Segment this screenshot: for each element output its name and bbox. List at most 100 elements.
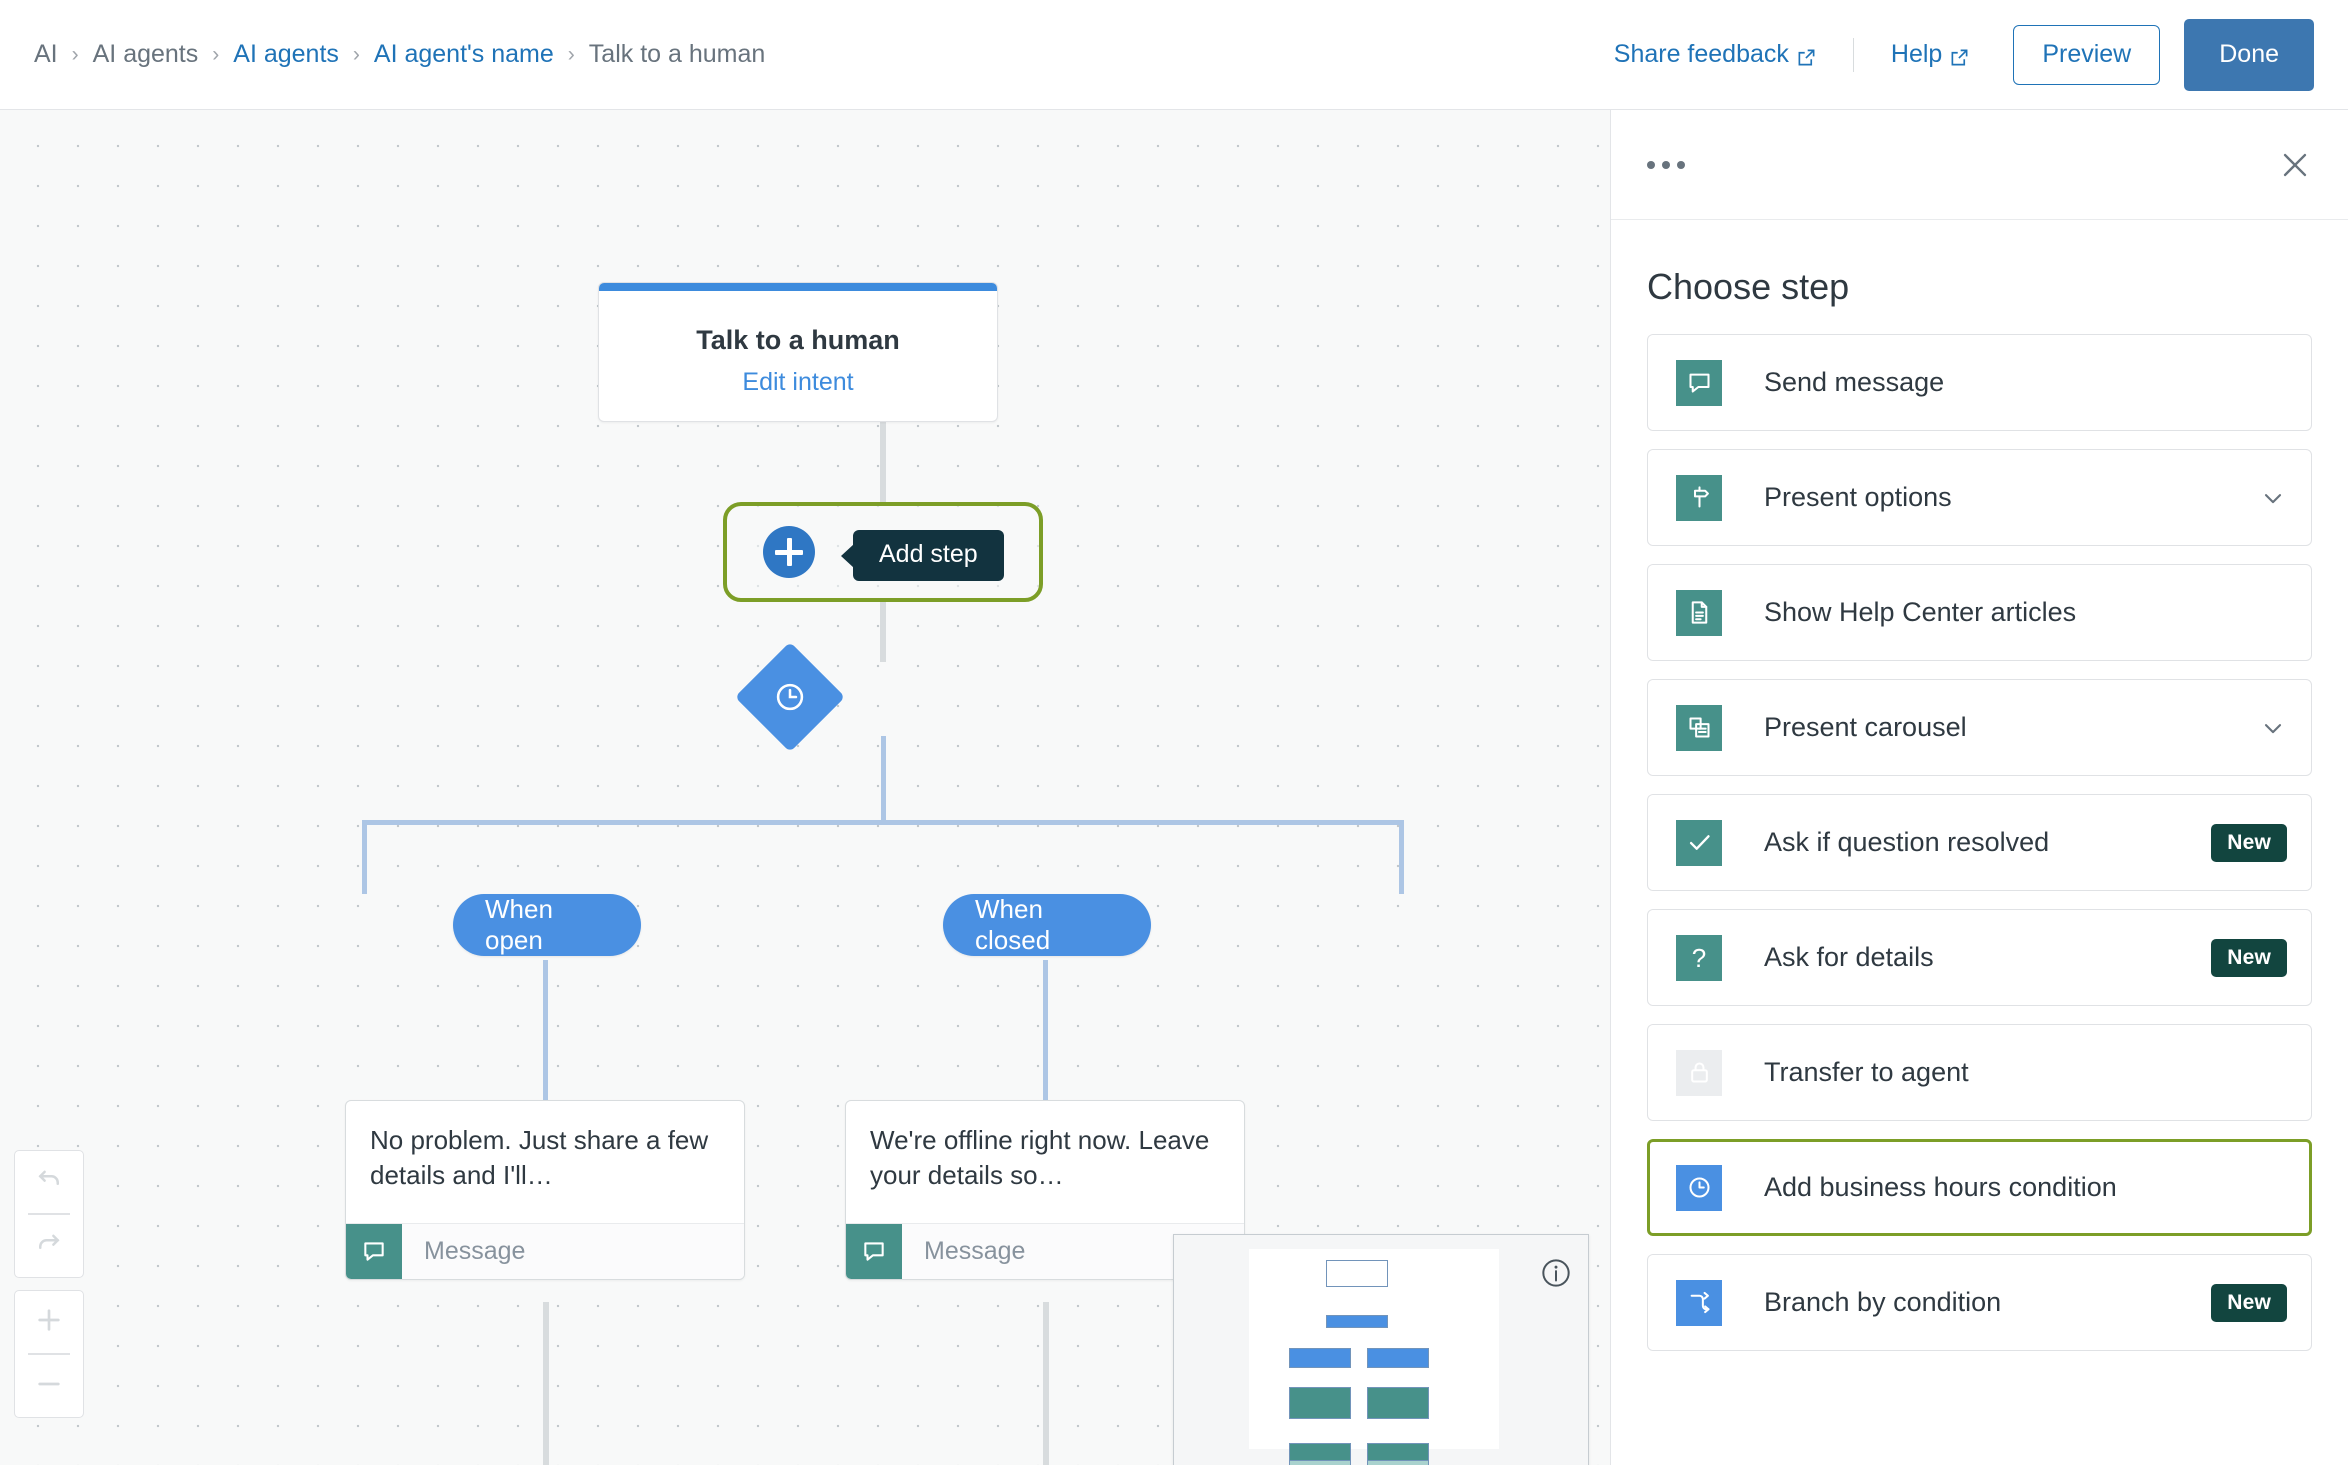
breadcrumb-separator: › <box>212 42 220 66</box>
step-item-label: Ask if question resolved <box>1764 827 2050 857</box>
step-item-add-business-hours-condition[interactable]: Add business hours condition <box>1647 1139 2312 1236</box>
message-card-text: We're offline right now. Leave your deta… <box>870 1125 1210 1190</box>
step-item-label: Show Help Center articles <box>1764 597 2077 627</box>
message-card-body: No problem. Just share a few details and… <box>346 1101 744 1223</box>
top-bar: AI›AI agents›AI agents›AI agent's name›T… <box>0 0 2348 110</box>
share-feedback-label: Share feedback <box>1613 40 1789 68</box>
flow-preview-overlay[interactable] <box>1173 1234 1589 1465</box>
question-mark-icon: ? <box>1676 934 1722 981</box>
document-icon <box>1676 589 1722 636</box>
step-item-label: Transfer to agent <box>1764 1057 1969 1087</box>
step-item-ask-for-details[interactable]: ? Ask for details New <box>1647 909 2312 1006</box>
preview-button[interactable]: Preview <box>2013 24 2161 85</box>
add-step-tooltip: Add step <box>853 530 1004 581</box>
preview-node-detail-right-top <box>1367 1443 1429 1461</box>
zoom-controls[interactable] <box>14 1290 84 1418</box>
branch-label: When open <box>485 894 553 955</box>
breadcrumb-item: AI <box>34 40 58 68</box>
branch-pill-when-closed[interactable]: When closed <box>943 894 1151 956</box>
preview-node-detail-left-top <box>1289 1443 1351 1461</box>
step-item-trailing: New <box>2211 938 2287 977</box>
edge-right-card-to-detail <box>1043 1302 1049 1465</box>
check-icon <box>1676 819 1722 866</box>
edit-intent-link[interactable]: Edit intent <box>742 368 854 396</box>
chevron-down-icon[interactable] <box>2259 714 2287 742</box>
step-item-transfer-to-agent[interactable]: Transfer to agent <box>1647 1024 2312 1121</box>
zoom-in-button[interactable] <box>15 1291 83 1353</box>
branch-pill-when-open[interactable]: When open <box>453 894 641 956</box>
control-divider <box>28 1353 70 1355</box>
edge-condition-down <box>881 736 886 824</box>
step-item-trailing <box>2259 484 2287 512</box>
edge-right-branch <box>1399 820 1404 894</box>
add-step-plus-icon[interactable] <box>763 526 815 578</box>
preview-node-condition <box>1326 1315 1388 1328</box>
step-item-show-help-center-articles[interactable]: Show Help Center articles <box>1647 564 2312 661</box>
branch-label: When closed <box>975 894 1051 955</box>
breadcrumb-item: AI agents <box>92 40 199 68</box>
preview-node-detail-left-bottom <box>1289 1460 1351 1465</box>
message-icon <box>846 1223 902 1279</box>
done-button[interactable]: Done <box>2184 18 2314 91</box>
undo-icon <box>34 1165 64 1200</box>
breadcrumb-item: Talk to a human <box>588 40 766 68</box>
carousel-icon <box>1676 704 1722 751</box>
step-item-trailing <box>2259 714 2287 742</box>
message-card-footer-label: Message <box>424 1236 526 1265</box>
redo-button[interactable] <box>15 1215 83 1277</box>
help-label: Help <box>1890 40 1943 68</box>
info-icon[interactable] <box>1540 1257 1572 1289</box>
branch-icon <box>1676 1279 1722 1326</box>
panel-header <box>1611 110 2348 220</box>
step-item-present-carousel[interactable]: Present carousel <box>1647 679 2312 776</box>
clock-icon <box>1676 1164 1722 1211</box>
preview-node-branch-right <box>1367 1348 1429 1368</box>
chevron-down-icon[interactable] <box>2259 484 2287 512</box>
message-card-body: We're offline right now. Leave your deta… <box>846 1101 1244 1223</box>
minus-icon <box>33 1368 65 1405</box>
edge-addstep-to-condition <box>880 602 886 662</box>
topbar-divider <box>1852 37 1854 72</box>
message-icon <box>1676 359 1722 406</box>
preview-node-branch-left <box>1289 1348 1351 1368</box>
step-item-present-options[interactable]: Present options <box>1647 449 2312 546</box>
breadcrumb-item[interactable]: AI agents <box>233 40 339 68</box>
edge-intent-to-addstep <box>880 422 886 502</box>
intent-card[interactable]: Talk to a human Edit intent <box>598 282 998 422</box>
help-link[interactable]: Help <box>1891 40 1969 69</box>
breadcrumb-item[interactable]: AI agent's name <box>373 40 554 68</box>
new-badge: New <box>2211 1283 2287 1322</box>
ellipsis-icon[interactable] <box>1647 160 1685 169</box>
preview-node-message-right <box>1367 1387 1429 1419</box>
breadcrumb-separator: › <box>567 42 575 66</box>
step-item-ask-if-question-resolved[interactable]: Ask if question resolved New <box>1647 794 2312 891</box>
panel-title: Choose step <box>1647 266 1850 307</box>
undo-redo-controls[interactable] <box>14 1150 84 1278</box>
breadcrumb: AI›AI agents›AI agents›AI agent's name›T… <box>34 40 765 69</box>
close-icon[interactable] <box>2278 148 2312 182</box>
step-item-label: Add business hours condition <box>1764 1172 2117 1202</box>
message-icon <box>346 1223 402 1279</box>
share-feedback-link[interactable]: Share feedback <box>1614 40 1816 69</box>
zoom-out-button[interactable] <box>15 1355 83 1417</box>
plus-icon <box>33 1304 65 1341</box>
breadcrumb-separator: › <box>352 42 360 66</box>
step-item-trailing: New <box>2211 823 2287 862</box>
flow-canvas[interactable]: Talk to a human Edit intent Add step Whe… <box>0 110 1610 1465</box>
business-hours-condition-node[interactable] <box>734 641 846 753</box>
step-item-trailing: New <box>2211 1283 2287 1322</box>
step-item-label: Present carousel <box>1764 712 1967 742</box>
step-item-send-message[interactable]: Send message <box>1647 334 2312 431</box>
external-link-icon <box>1797 45 1816 66</box>
edge-left-card-to-detail <box>543 1302 549 1465</box>
undo-button[interactable] <box>15 1151 83 1213</box>
intent-title: Talk to a human <box>696 325 900 355</box>
message-card[interactable]: No problem. Just share a few details and… <box>345 1100 745 1280</box>
topbar-actions: Share feedback Help Preview Done <box>1614 18 2314 91</box>
control-divider <box>28 1213 70 1215</box>
edge-left-branch <box>362 820 367 894</box>
step-item-label: Ask for details <box>1764 942 1934 972</box>
